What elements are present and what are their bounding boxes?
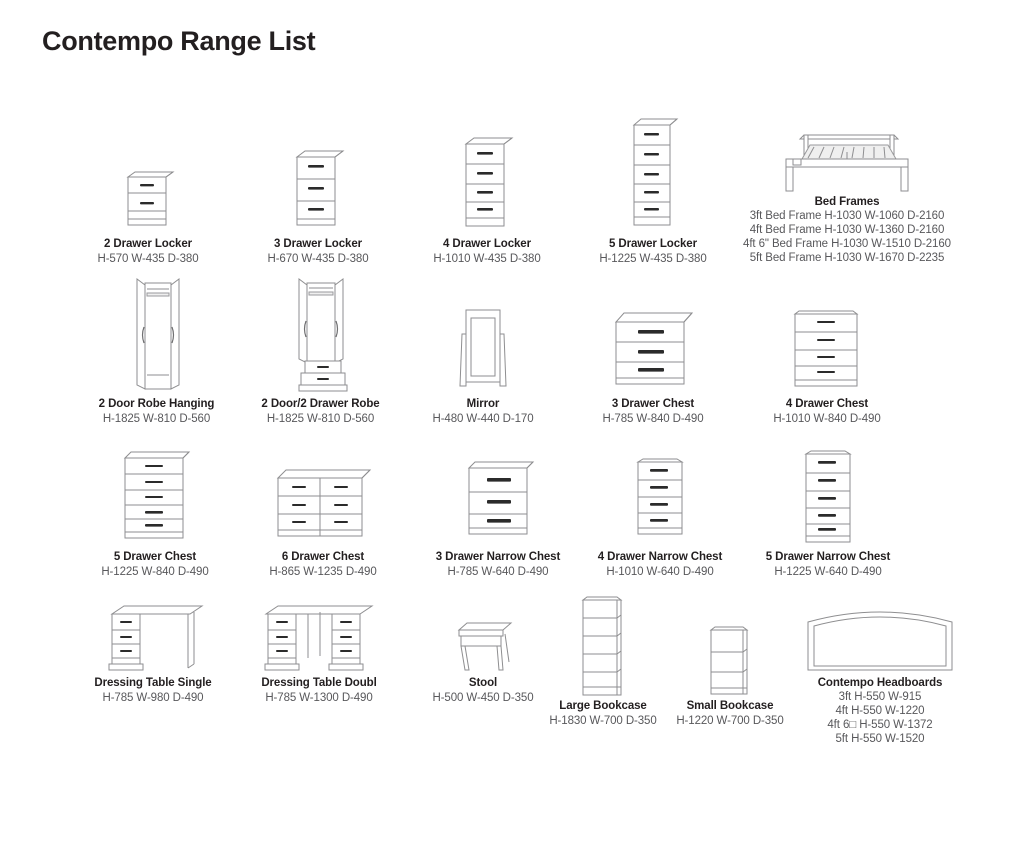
item-2-door-robe-hanging: 2 Door Robe Hanging H-1825 W-810 D-560 [84, 275, 229, 426]
item-4-drawer-narrow-chest: 4 Drawer Narrow Chest H-1010 W-640 D-490 [580, 440, 740, 579]
item-caption: 3 Drawer Locker H-670 W-435 D-380 [267, 238, 369, 266]
item-caption: 4 Drawer Locker H-1010 W-435 D-380 [433, 238, 541, 266]
item-5-drawer-locker: 5 Drawer Locker H-1225 W-435 D-380 [578, 113, 728, 266]
item-4-drawer-locker: 4 Drawer Locker H-1010 W-435 D-380 [412, 130, 562, 266]
item-small-bookcase: Small Bookcase H-1220 W-700 D-350 [660, 622, 800, 728]
item-caption: 5 Drawer Locker H-1225 W-435 D-380 [599, 238, 707, 266]
item-bed-frames: Bed Frames 3ft Bed Frame H-1030 W-1060 D… [712, 130, 982, 265]
item-2-drawer-locker: 2 Drawer Locker H-570 W-435 D-380 [78, 165, 218, 266]
narrow-chest-3-drawer-icon [455, 440, 541, 550]
item-caption: Dressing Table Single H-785 W-980 D-490 [94, 677, 212, 705]
item-dressing-table-double: Dressing Table Doubl H-785 W-1300 D-490 [244, 598, 394, 705]
item-5-drawer-chest: 5 Drawer Chest H-1225 W-840 D-490 [80, 440, 230, 579]
item-5-drawer-narrow-chest: 5 Drawer Narrow Chest H-1225 W-640 D-490 [748, 440, 908, 579]
chest-4-drawer-icon [454, 130, 520, 237]
wardrobe-drawer-icon [287, 275, 355, 397]
item-caption: 2 Drawer Locker H-570 W-435 D-380 [97, 238, 199, 266]
chest-wide-4-drawer-icon [785, 300, 869, 397]
item-caption: 6 Drawer Chest H-865 W-1235 D-490 [269, 551, 377, 579]
chest-wide-5-drawer-icon [113, 440, 197, 550]
item-dressing-table-single: Dressing Table Single H-785 W-980 D-490 [78, 598, 228, 705]
chest-2-drawer-icon [118, 165, 178, 237]
item-3-drawer-chest: 3 Drawer Chest H-785 W-840 D-490 [578, 300, 728, 426]
item-4-drawer-chest: 4 Drawer Chest H-1010 W-840 D-490 [752, 300, 902, 426]
item-caption: Mirror H-480 W-440 D-170 [432, 398, 534, 426]
item-caption: 5 Drawer Chest H-1225 W-840 D-490 [101, 551, 209, 579]
item-caption: 4 Drawer Narrow Chest H-1010 W-640 D-490 [597, 551, 723, 579]
item-caption: Contempo Headboards 3ft H-550 W-915 4ft … [817, 677, 943, 746]
item-caption: 3 Drawer Narrow Chest H-785 W-640 D-490 [435, 551, 561, 579]
item-caption: Dressing Table Doubl H-785 W-1300 D-490 [261, 677, 377, 705]
stool-icon [445, 610, 521, 676]
item-mirror: Mirror H-480 W-440 D-170 [418, 300, 548, 426]
chest-3-drawer-icon [287, 145, 349, 237]
chest-6-drawer-icon [270, 440, 376, 550]
bookcase-small-icon [701, 622, 759, 699]
item-caption: Small Bookcase H-1220 W-700 D-350 [676, 700, 784, 728]
chest-wide-3-drawer-icon [606, 300, 700, 397]
wardrobe-hanging-icon [125, 275, 189, 397]
item-contempo-headboards: Contempo Headboards 3ft H-550 W-915 4ft … [780, 600, 980, 746]
item-caption: 4 Drawer Chest H-1010 W-840 D-490 [773, 398, 881, 426]
item-caption: Stool H-500 W-450 D-350 [432, 677, 534, 705]
item-6-drawer-chest: 6 Drawer Chest H-865 W-1235 D-490 [248, 440, 398, 579]
item-caption: Bed Frames 3ft Bed Frame H-1030 W-1060 D… [743, 196, 951, 265]
chest-5-drawer-icon [622, 113, 684, 237]
dressing-table-double-icon [256, 598, 382, 676]
item-caption: 2 Door Robe Hanging H-1825 W-810 D-560 [98, 398, 215, 426]
bookcase-large-icon [573, 594, 633, 699]
narrow-chest-5-drawer-icon [796, 440, 860, 550]
page-title: Contempo Range List [42, 26, 316, 56]
item-caption: 2 Door/2 Drawer Robe H-1825 W-810 D-560 [261, 398, 380, 426]
item-large-bookcase: Large Bookcase H-1830 W-700 D-350 [528, 594, 678, 728]
headboard-icon [800, 600, 960, 676]
item-3-drawer-locker: 3 Drawer Locker H-670 W-435 D-380 [248, 145, 388, 266]
item-stool: Stool H-500 W-450 D-350 [418, 610, 548, 705]
narrow-chest-4-drawer-icon [628, 440, 692, 550]
dressing-table-single-icon [98, 598, 208, 676]
bed-frame-icon [762, 130, 932, 195]
item-3-drawer-narrow-chest: 3 Drawer Narrow Chest H-785 W-640 D-490 [418, 440, 578, 579]
item-caption: 5 Drawer Narrow Chest H-1225 W-640 D-490 [765, 551, 891, 579]
item-caption: 3 Drawer Chest H-785 W-840 D-490 [602, 398, 704, 426]
mirror-icon [448, 300, 518, 397]
item-caption: Large Bookcase H-1830 W-700 D-350 [549, 700, 657, 728]
item-2-door-2-drawer-robe: 2 Door/2 Drawer Robe H-1825 W-810 D-560 [248, 275, 393, 426]
